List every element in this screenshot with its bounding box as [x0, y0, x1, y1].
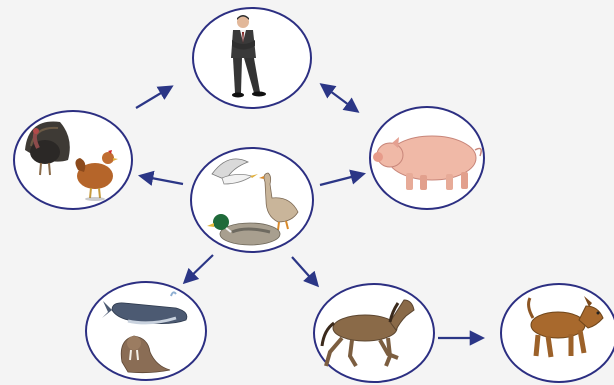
goose-icon — [259, 172, 299, 231]
arrow-wildbirds-to-poultry — [137, 170, 184, 186]
turkey-icon — [25, 121, 70, 176]
node-marine-mammals — [85, 281, 207, 381]
node-dog — [500, 283, 614, 383]
arrow-wildbirds-to-pig — [319, 169, 366, 187]
dog-icon — [527, 296, 604, 358]
arrow-wildbirds-to-marine — [182, 254, 214, 285]
arrows — [135, 83, 486, 346]
gull-icon — [211, 158, 258, 185]
walrus-icon — [120, 335, 171, 374]
businessman-icon — [231, 15, 266, 98]
arrow-human-pig-bidirectional — [319, 83, 360, 113]
hen-icon — [75, 150, 118, 201]
node-human — [192, 7, 312, 109]
arrow-wildbirds-to-horse — [291, 256, 320, 288]
arrow-poultry-to-human — [135, 85, 174, 109]
node-wild-birds — [190, 147, 314, 253]
pig-icon — [373, 135, 482, 190]
horse-icon — [320, 299, 415, 368]
node-horse — [313, 283, 435, 383]
node-poultry — [13, 110, 133, 210]
node-pig — [369, 106, 485, 210]
whale-icon — [102, 291, 188, 325]
duck-icon — [207, 214, 281, 246]
